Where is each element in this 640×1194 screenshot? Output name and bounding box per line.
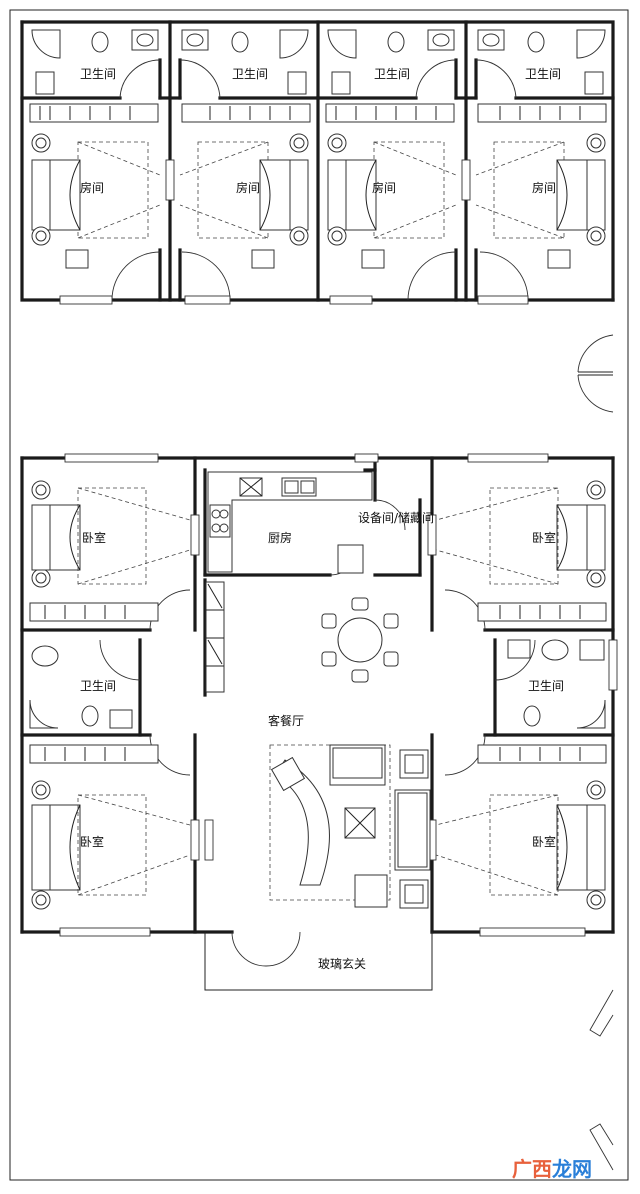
sofa-set — [269, 744, 431, 909]
label-bedroom-right-top: 卧室 — [532, 530, 556, 545]
bath-left-fixtures — [29, 645, 133, 729]
living-cabinet — [205, 581, 225, 693]
label-room-1: 房间 — [80, 180, 104, 195]
label-room-4: 房间 — [532, 180, 556, 195]
unit-2-fixtures — [179, 29, 311, 269]
unit-1-fixtures — [29, 29, 161, 269]
label-bath-top-3: 卫生间 — [374, 67, 410, 81]
kitchen-fixtures — [207, 471, 373, 574]
label-room-2: 房间 — [236, 180, 260, 195]
label-living-dining: 客餐厅 — [268, 713, 304, 728]
watermark-part2: 龙网 — [552, 1157, 592, 1181]
glass-entrance — [204, 931, 433, 991]
label-equipment-storage: 设备间/储藏间 — [358, 510, 434, 525]
label-bedroom-left-bottom: 卧室 — [80, 834, 104, 849]
label-bedroom-right-bottom: 卧室 — [532, 834, 556, 849]
unit-3-fixtures — [325, 29, 457, 269]
main-house — [20, 453, 618, 991]
label-bath-right: 卫生间 — [528, 679, 564, 693]
label-kitchen: 厨房 — [268, 530, 292, 545]
label-bath-top-4: 卫生间 — [525, 67, 561, 81]
watermark: 广西龙网 — [512, 1157, 592, 1181]
courtyard-side-door — [577, 334, 614, 413]
yard-gate — [589, 989, 614, 1171]
bedroom-right-top-furniture — [435, 480, 607, 622]
bedroom-right-bottom-furniture — [435, 744, 607, 910]
unit-4-fixtures — [475, 29, 607, 269]
label-bath-top-1: 卫生间 — [80, 67, 116, 81]
bedroom-left-top-furniture — [29, 480, 191, 622]
label-bath-top-2: 卫生间 — [232, 67, 268, 81]
label-bedroom-left-top: 卧室 — [82, 530, 106, 545]
dining-table — [321, 597, 399, 683]
watermark-part1: 广西 — [512, 1157, 552, 1181]
label-room-3: 房间 — [372, 180, 396, 195]
bath-right-fixtures — [507, 639, 606, 729]
label-bath-left: 卫生间 — [80, 679, 116, 693]
label-glass-entrance: 玻璃玄关 — [318, 956, 366, 971]
bedroom-left-bottom-furniture — [29, 744, 191, 910]
lot-boundary — [9, 9, 629, 1181]
top-guest-block — [20, 20, 615, 305]
